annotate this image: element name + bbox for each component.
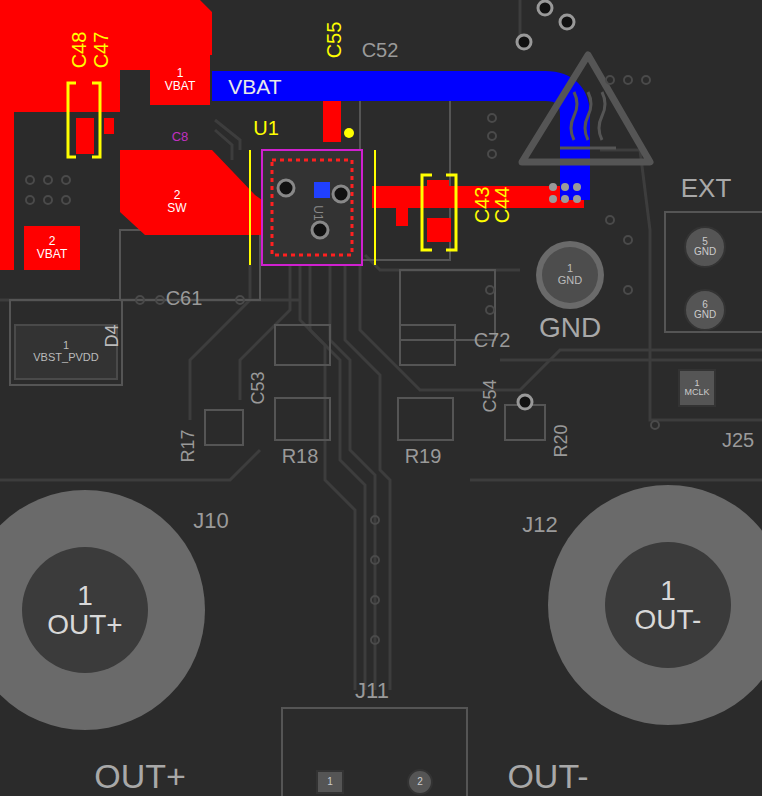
through-hole-pad: 1GND: [542, 247, 598, 303]
net-name: GND: [558, 275, 582, 287]
net-name: OUT-: [635, 605, 702, 634]
pin-number: 2: [174, 189, 181, 202]
ref-designator: C44: [492, 187, 512, 224]
pin-number: 1: [694, 379, 699, 388]
net-name: GND: [539, 314, 601, 342]
smd-pad: 1VBAT: [150, 55, 210, 105]
ref-designator: C52: [362, 40, 399, 60]
net-name: SW: [167, 202, 186, 215]
ref-designator: U1: [312, 205, 324, 220]
connector-name: EXT: [681, 175, 732, 201]
pin-number: 1: [660, 576, 676, 605]
tracks: [0, 0, 762, 690]
top-copper: [0, 0, 584, 270]
ref-designator: C47: [91, 32, 111, 69]
net-name: VBAT: [228, 76, 281, 97]
ref-designator: R18: [282, 446, 319, 466]
ref-designator: C61: [166, 288, 203, 308]
connector-pad: 1: [316, 770, 344, 794]
ref-designator: R20: [552, 424, 570, 457]
pin-number: 2: [49, 235, 56, 248]
vias: [517, 1, 574, 409]
pad-gap: [150, 128, 210, 150]
ref-designator: C72: [474, 330, 511, 350]
ref-designator: C8: [172, 130, 189, 143]
u1-package: [250, 128, 375, 265]
pin-number: 6: [702, 300, 708, 311]
terminal-name: OUT-: [507, 759, 588, 793]
header-pad: 1MCLK: [678, 369, 716, 407]
net-name: VBAT: [37, 248, 67, 261]
header-pad: 5GND: [684, 226, 726, 268]
ref-designator: C43: [472, 187, 492, 224]
ref-designator: R19: [405, 446, 442, 466]
pad-ring: [536, 241, 604, 309]
net-name: OUT+: [47, 610, 122, 639]
cap-brackets: [68, 83, 456, 250]
net-name: GND: [694, 247, 716, 258]
hot-surface-symbol: [522, 55, 650, 162]
terminal-name: OUT+: [94, 759, 186, 793]
ref-designator: J11: [355, 680, 389, 702]
ref-designator: C53: [249, 371, 267, 404]
pin-number: 1: [177, 67, 184, 80]
pin-number: 1: [567, 263, 573, 275]
ref-designator: R17: [179, 429, 197, 462]
pin-number: 1: [327, 777, 333, 788]
via-array: [549, 183, 581, 203]
ref-designator: C48: [69, 32, 89, 69]
pin-number: 1: [63, 340, 69, 352]
smd-pad: 2SW: [145, 177, 210, 227]
terminal-ring: [548, 485, 762, 725]
net-name: VBST_PVDD: [33, 352, 98, 364]
connector-pad: 2: [407, 769, 433, 795]
ref-designator: J12: [522, 514, 557, 536]
ref-designator: D4: [103, 324, 121, 347]
ref-designator: J10: [193, 510, 228, 532]
pin-number: 1: [77, 581, 93, 610]
net-name: VBAT: [165, 80, 195, 93]
net-name: GND: [694, 310, 716, 321]
header-pad: 6GND: [684, 289, 726, 331]
ref-designator: J25: [722, 430, 754, 450]
terminal-pad: 1OUT+: [22, 547, 148, 673]
pin-number: 2: [417, 777, 423, 788]
ref-designator: C55: [324, 22, 344, 59]
ref-designator: U1: [253, 118, 279, 138]
smd-pad: 2VBAT: [24, 226, 80, 270]
terminal-ring: [0, 490, 205, 730]
ref-designator: C54: [481, 379, 499, 412]
terminal-pad: 1OUT-: [605, 542, 731, 668]
pin-number: 5: [702, 237, 708, 248]
net-name: MCLK: [684, 388, 709, 397]
